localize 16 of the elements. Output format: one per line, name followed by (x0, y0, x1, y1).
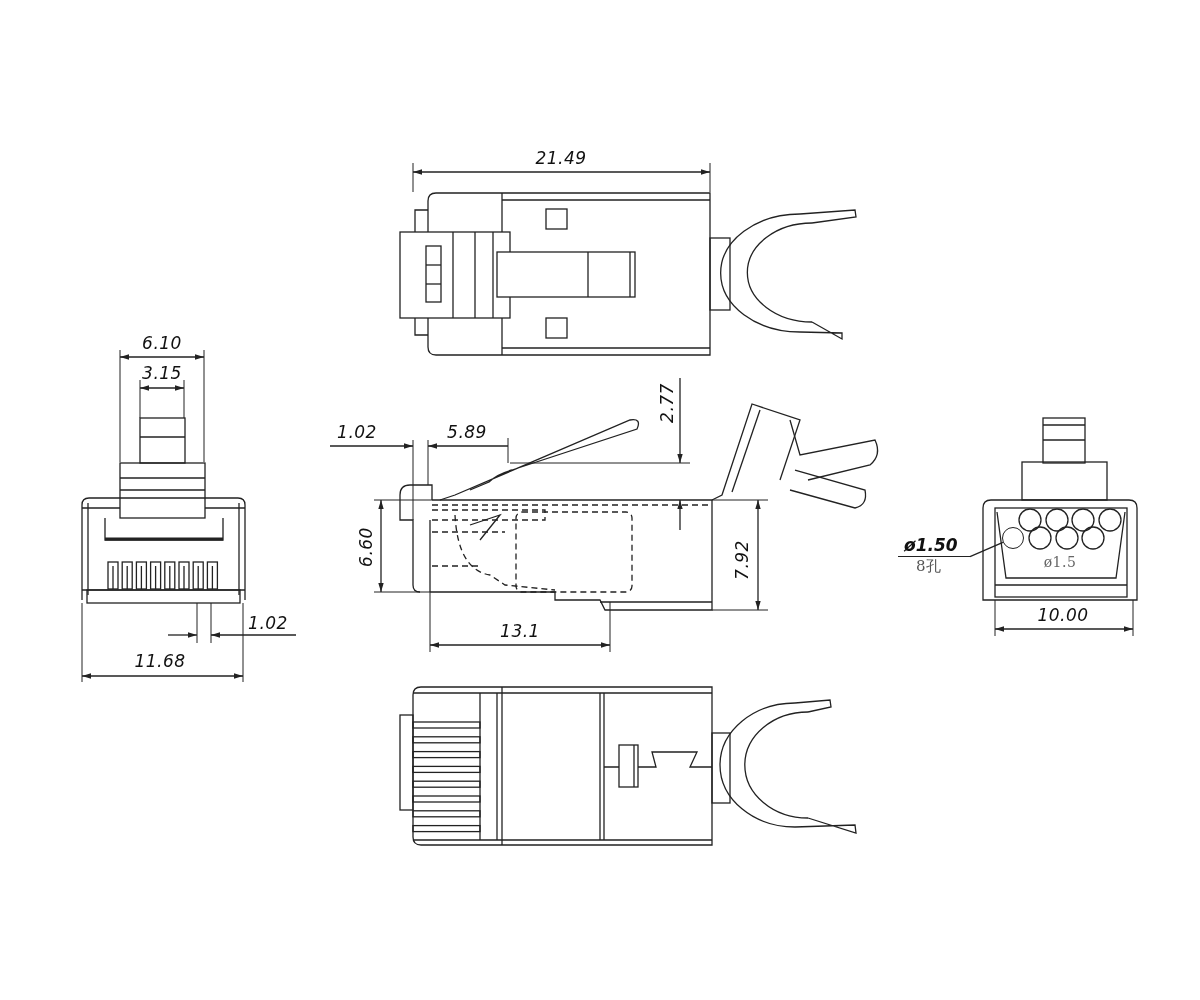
hole-count-note: 8孔 (915, 556, 942, 577)
leader-line (969, 541, 1004, 558)
dimension-value: 2.77 (658, 383, 676, 423)
dimension-value: 1.02 (248, 614, 288, 632)
dimension-value: 7.92 (733, 540, 751, 580)
dimension-value: 11.68 (134, 652, 186, 670)
dimension-value: 1.02 (337, 423, 377, 441)
dimension-value: 21.49 (535, 149, 587, 167)
dimension-value: 10.00 (1037, 606, 1089, 624)
dimension-value: 5.89 (447, 423, 487, 441)
dimension-value: 3.15 (142, 364, 182, 382)
dimension-value: 6.60 (357, 527, 375, 567)
hole-diameter-label: ø1.5 (1043, 555, 1077, 569)
dimension-value: 6.10 (142, 334, 182, 352)
dimension-value: 13.1 (500, 622, 540, 640)
hole-diameter-callout: ø1.50 (898, 536, 970, 557)
